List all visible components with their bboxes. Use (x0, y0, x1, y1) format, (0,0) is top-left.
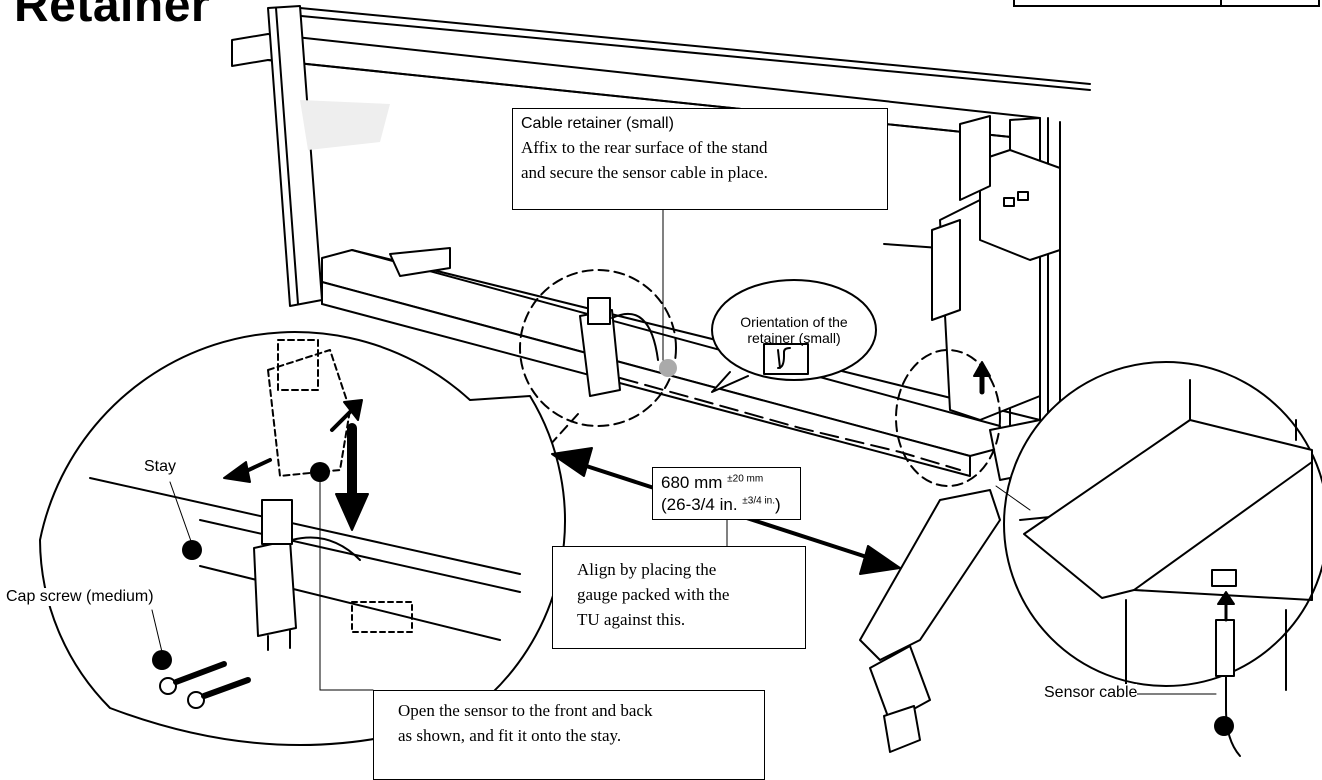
crossbar-sensor (579, 297, 659, 397)
align-line2: gauge packed with the (577, 585, 730, 604)
stand-left-post (267, 5, 390, 307)
cable-retainer-line2: and secure the sensor cable in place. (521, 163, 768, 182)
dimension-callout: 680 mm ±20 mm (26-3/4 in. ±3/4 in.) (652, 467, 801, 520)
open-line1: Open the sensor to the front and back (398, 701, 653, 720)
cable-retainer-callout: Cable retainer (small) Affix to the rear… (512, 108, 888, 210)
sensor-cable-label: Sensor cable (1044, 684, 1138, 702)
retainer-position-dot (659, 359, 677, 377)
orientation-line2: retainer (small) (747, 330, 841, 346)
align-line1: Align by placing the (577, 560, 717, 579)
header-divider (1220, 0, 1222, 7)
align-callout: Align by placing the gauge packed with t… (552, 546, 806, 649)
cable-retainer-line1: Affix to the rear surface of the stand (521, 138, 768, 157)
page-header-box (1013, 0, 1320, 7)
dimension-mm-tolerance: ±20 mm (727, 473, 764, 485)
dimension-in-tolerance: ±3/4 in. (742, 495, 776, 507)
cable-detail-circle (895, 349, 1001, 487)
cap-screw-label: Cap screw (medium) (6, 588, 154, 606)
sensor-cable-dot (1214, 716, 1234, 736)
sensor-dot (310, 462, 330, 482)
cable-retainer-heading: Cable retainer (small) (521, 115, 674, 132)
align-line3: TU against this. (577, 610, 686, 629)
tu-unit (883, 115, 1061, 421)
open-sensor-callout: Open the sensor to the front and back as… (373, 690, 765, 780)
left-detail-view (39, 331, 566, 746)
orientation-bubble (711, 279, 877, 393)
cap-screws (159, 661, 251, 709)
sensor-detail-circle (519, 269, 677, 427)
distance-arrow (551, 447, 901, 575)
stay-dot (182, 540, 202, 560)
stay-label: Stay (144, 458, 177, 476)
right-detail-view (1003, 361, 1322, 757)
cap-screw-dot (152, 650, 172, 670)
page-title: Retainer (14, 0, 211, 32)
dimension-in: (26-3/4 in. (661, 495, 738, 514)
orientation-line1: Orientation of the (740, 314, 848, 330)
orientation-label: Orientation of the retainer (small) (712, 314, 876, 346)
dimension-in-close: ) (775, 495, 781, 514)
open-line2: as shown, and fit it onto the stay. (398, 726, 622, 745)
dimension-mm: 680 mm (661, 473, 723, 492)
